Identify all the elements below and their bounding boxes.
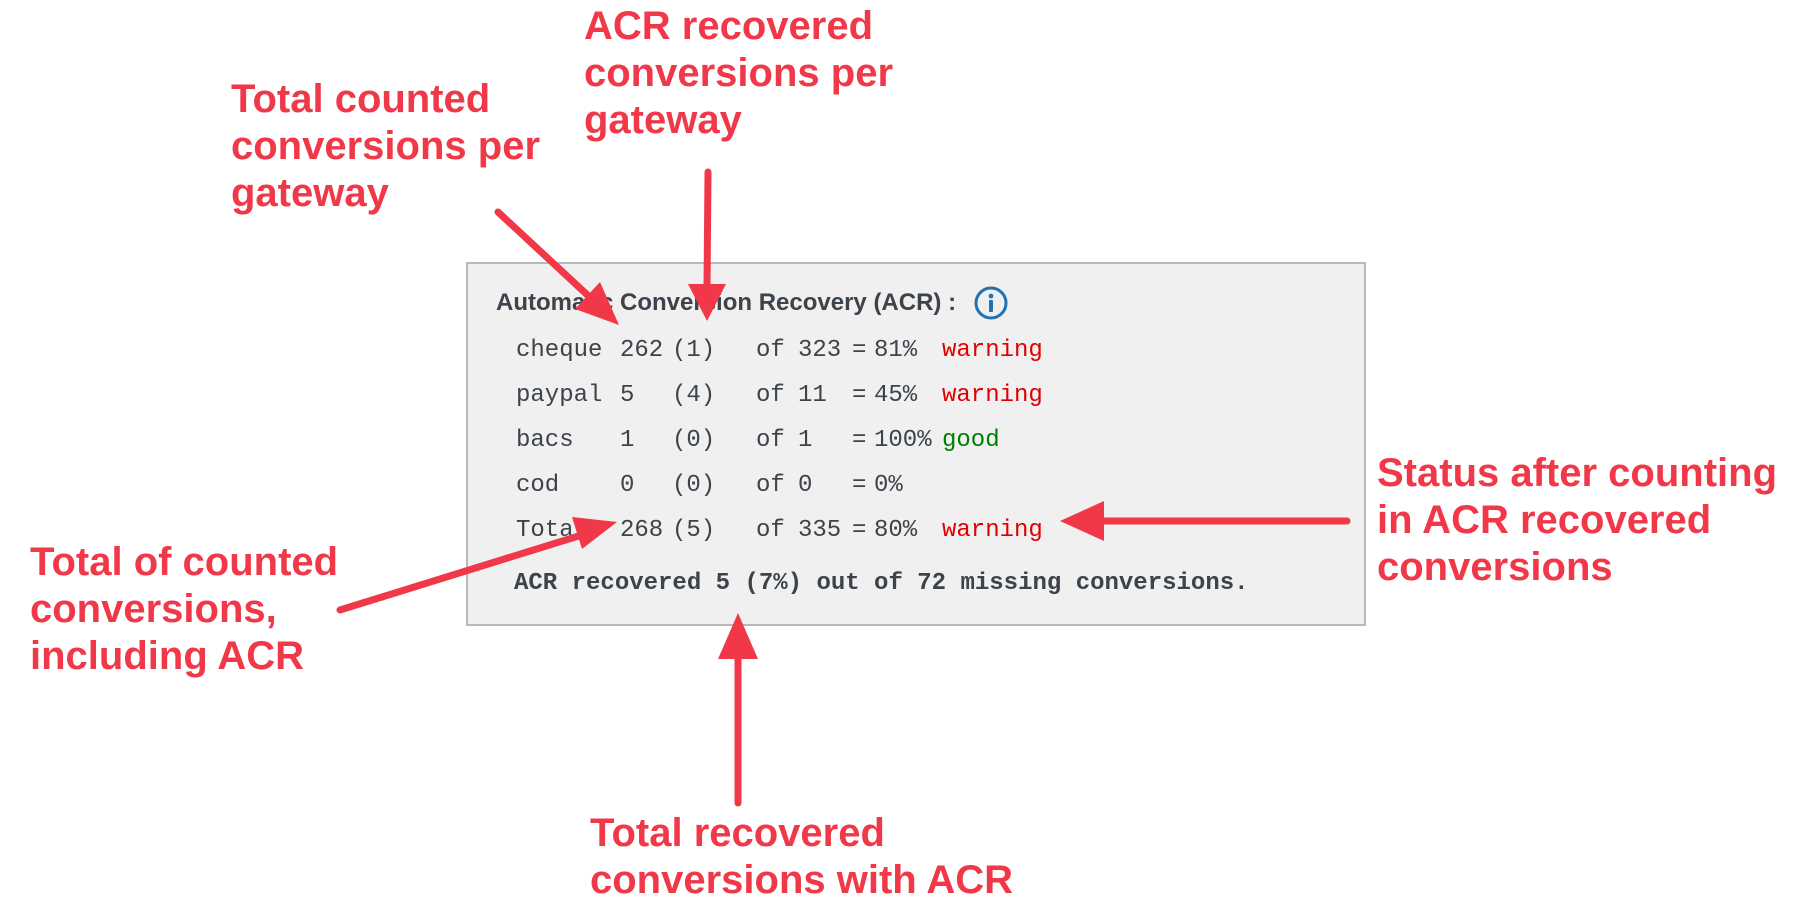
of-cell: of — [756, 517, 785, 544]
gateway-cell: cod — [516, 472, 560, 499]
total-cell: 335 — [798, 517, 842, 544]
arrow-to-summary-icon — [718, 613, 758, 807]
acr-conversion-table: cheque 262 (1) of 323 = 81% warning paypal 5 (4) of… — [516, 328, 1049, 553]
total-cell: 323 — [798, 337, 842, 364]
total-cell: 1 — [798, 427, 813, 454]
table-row: bacs 1 (0) of 1 = 100% good — [516, 418, 1049, 463]
of-cell: of — [756, 382, 785, 409]
percent-cell: 100% — [874, 427, 932, 454]
percent-cell: 0% — [874, 472, 903, 499]
gateway-cell: paypal — [516, 382, 603, 409]
status-cell — [942, 463, 1049, 508]
annotation-total-recovered: Total recovered conversions with ACR — [590, 811, 1014, 902]
annotation-total-of-counted: Total of counted conversions, including … — [30, 540, 339, 678]
counted-cell: 1 — [620, 427, 635, 454]
of-cell: of — [756, 472, 785, 499]
of-cell: of — [756, 427, 785, 454]
recovered-cell: (4) — [672, 382, 716, 409]
acr-panel-title: Automatic Conversion Recovery (ACR) : — [496, 289, 957, 316]
table-row: cod 0 (0) of 0 = 0% — [516, 463, 1049, 508]
counted-cell: 262 — [620, 337, 664, 364]
equals-cell: = — [852, 517, 867, 544]
counted-cell: 0 — [620, 472, 635, 499]
equals-cell: = — [852, 472, 867, 499]
acr-panel: Automatic Conversion Recovery (ACR) : ch… — [466, 262, 1366, 626]
equals-cell: = — [852, 337, 867, 364]
gateway-cell: Total — [516, 517, 589, 544]
annotation-total-counted-per-gateway: Total counted conversions per gateway — [231, 77, 541, 215]
table-row: Total 268 (5) of 335 = 80% warning — [516, 508, 1049, 553]
annotation-acr-recovered-per-gateway: ACR recovered conversions per gateway — [584, 4, 894, 142]
table-row: cheque 262 (1) of 323 = 81% warning — [516, 328, 1049, 373]
total-cell: 11 — [798, 382, 827, 409]
percent-cell: 81% — [874, 337, 918, 364]
recovered-cell: (5) — [672, 517, 716, 544]
status-cell: good — [942, 427, 1000, 454]
percent-cell: 45% — [874, 382, 918, 409]
status-cell: warning — [942, 382, 1043, 409]
table-row: paypal 5 (4) of 11 = 45% warning — [516, 373, 1049, 418]
acr-summary: ACR recovered 5 (7%) out of 72 missing c… — [514, 570, 1249, 597]
equals-cell: = — [852, 427, 867, 454]
gateway-cell: bacs — [516, 427, 574, 454]
status-cell: warning — [942, 517, 1043, 544]
percent-cell: 80% — [874, 517, 918, 544]
annotation-status-after-counting: Status after counting in ACR recovered c… — [1377, 451, 1778, 589]
total-cell: 0 — [798, 472, 813, 499]
equals-cell: = — [852, 382, 867, 409]
info-icon[interactable] — [974, 286, 1008, 320]
of-cell: of — [756, 337, 785, 364]
recovered-cell: (1) — [672, 337, 716, 364]
acr-panel-header: Automatic Conversion Recovery (ACR) : — [496, 286, 1008, 320]
status-cell: warning — [942, 337, 1043, 364]
counted-cell: 5 — [620, 382, 635, 409]
counted-cell: 268 — [620, 517, 664, 544]
gateway-cell: cheque — [516, 337, 603, 364]
recovered-cell: (0) — [672, 472, 716, 499]
recovered-cell: (0) — [672, 427, 716, 454]
